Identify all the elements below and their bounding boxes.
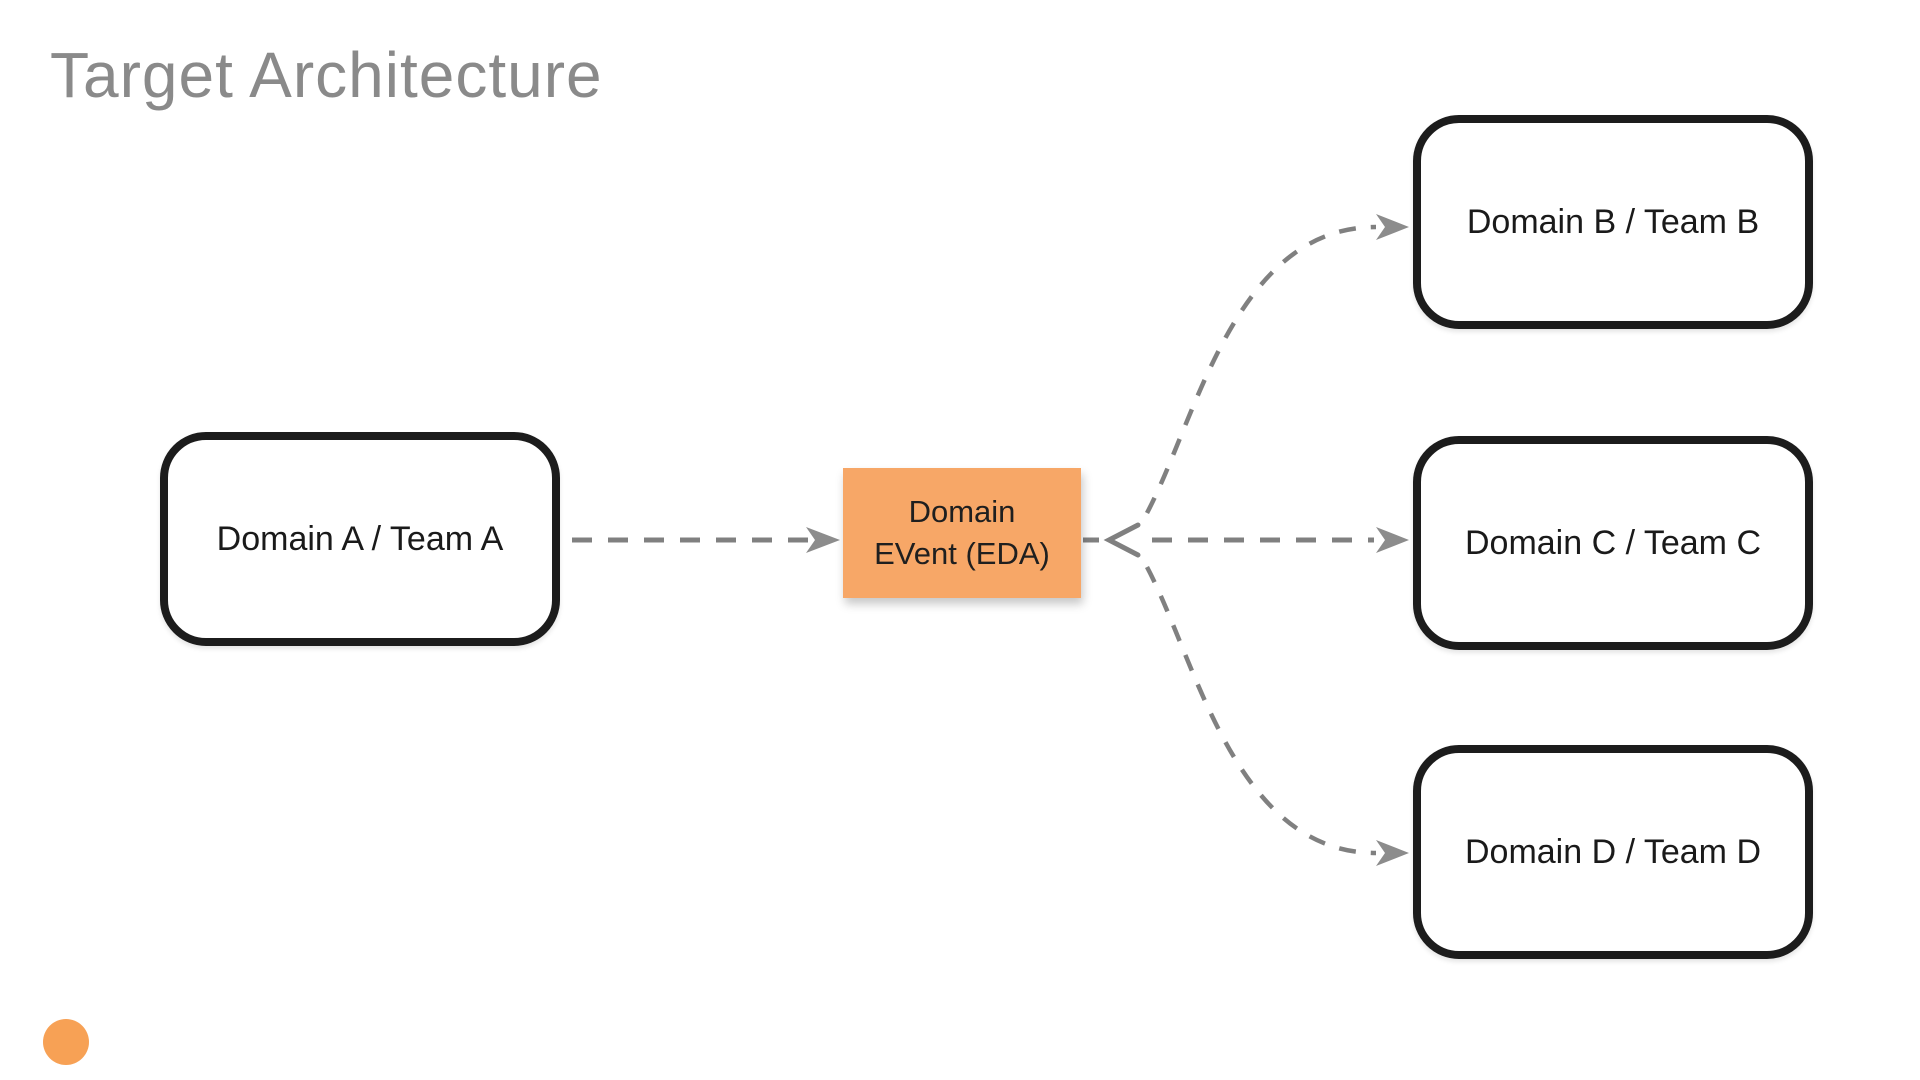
arrowhead-right-icon (1376, 527, 1409, 553)
arrowhead-right-icon (806, 527, 840, 553)
sticky-note-domain-event: Domain EVent (EDA) (843, 468, 1081, 598)
orange-dot (43, 1019, 89, 1065)
edge-event-to-d (1145, 565, 1377, 856)
sticky-note-line1: Domain (908, 494, 1016, 530)
node-domain-b-label: Domain B / Team B (1466, 202, 1760, 241)
edge-event-to-b (1145, 224, 1377, 515)
page-title: Target Architecture (50, 39, 603, 111)
node-domain-b: Domain B / Team B (1413, 115, 1813, 329)
node-domain-d: Domain D / Team D (1413, 745, 1813, 959)
arrowhead-right-icon (1376, 214, 1409, 240)
arrowhead-right-icon (1376, 840, 1409, 866)
chevron-left-icon (1103, 522, 1141, 558)
node-domain-c: Domain C / Team C (1413, 436, 1813, 650)
node-domain-a-label: Domain A / Team A (216, 519, 504, 558)
sticky-note-line2: EVent (EDA) (874, 536, 1050, 571)
node-domain-c-label: Domain C / Team C (1464, 523, 1762, 562)
node-domain-d-label: Domain D / Team D (1464, 832, 1762, 871)
node-domain-a: Domain A / Team A (160, 432, 560, 646)
